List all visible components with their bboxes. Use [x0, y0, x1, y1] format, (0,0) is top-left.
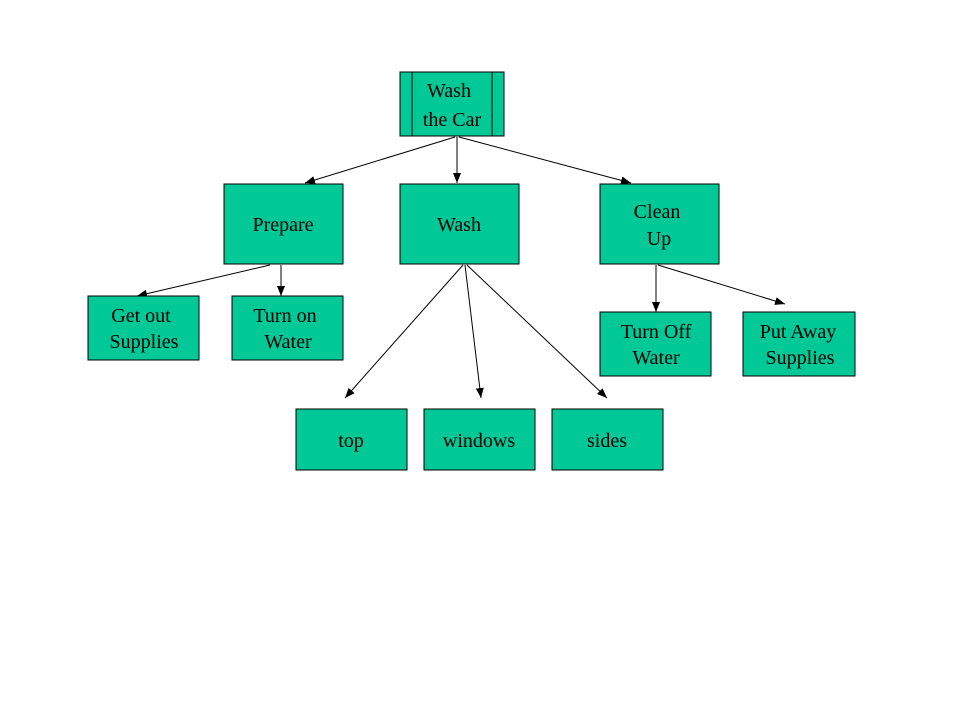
- node-windows-label: windows: [443, 430, 515, 452]
- node-turn-on-water: Turn on Water: [231, 295, 344, 361]
- node-top-box: [295, 408, 408, 471]
- node-turn-off-water-line2: Water: [632, 347, 680, 369]
- node-windows: windows: [423, 408, 536, 471]
- node-wash-the-car: Wash the Car: [399, 71, 505, 137]
- node-clean-up-line2: Up: [647, 228, 671, 250]
- node-put-away-supplies-line1: Put Away: [760, 321, 837, 343]
- edge-wash-sides: [466, 264, 608, 399]
- node-wash-the-car-box: [399, 71, 505, 137]
- node-get-out-supplies-line2: Supplies: [110, 331, 179, 353]
- node-clean-up: Clean Up: [599, 183, 720, 265]
- node-prepare-label: Prepare: [252, 214, 313, 236]
- node-prepare-box: [223, 183, 344, 265]
- edge-root-clean-up: [458, 136, 632, 185]
- node-turn-on-water-line2: Water: [264, 331, 312, 353]
- node-sides: sides: [551, 408, 664, 471]
- node-turn-off-water-line1: Turn Off: [621, 321, 692, 343]
- node-wash: Wash: [399, 183, 520, 265]
- node-wash-the-car-line1: Wash: [427, 80, 471, 102]
- node-put-away-supplies-line2: Supplies: [766, 347, 835, 369]
- node-get-out-supplies-line1: Get out: [111, 305, 171, 327]
- edge-prepare-get-out-supplies: [136, 264, 271, 298]
- node-top: top: [295, 408, 408, 471]
- node-wash-box: [399, 183, 520, 265]
- node-prepare: Prepare: [223, 183, 344, 265]
- node-put-away-supplies: Put Away Supplies: [742, 311, 856, 377]
- edge-wash-windows: [464, 264, 484, 399]
- node-clean-up-box: [599, 183, 720, 265]
- node-turn-off-water-box: [599, 311, 712, 377]
- node-turn-on-water-box: [231, 295, 344, 361]
- node-sides-box: [551, 408, 664, 471]
- edge-wash-top: [344, 264, 464, 399]
- node-wash-label: Wash: [437, 214, 481, 236]
- node-top-label: top: [338, 430, 364, 452]
- edge-clean-up-put-away-supplies: [657, 264, 786, 305]
- node-get-out-supplies: Get out Supplies: [87, 295, 200, 361]
- node-turn-on-water-line1: Turn on: [253, 305, 316, 327]
- node-turn-off-water: Turn Off Water: [599, 311, 712, 377]
- node-sides-label: sides: [587, 430, 627, 452]
- node-clean-up-line1: Clean: [634, 201, 681, 223]
- edges: [136, 136, 786, 399]
- node-put-away-supplies-box: [742, 311, 856, 377]
- node-get-out-supplies-box: [87, 295, 200, 361]
- node-wash-the-car-line2: the Car: [423, 109, 482, 131]
- node-windows-box: [423, 408, 536, 471]
- edge-root-prepare: [304, 136, 456, 184]
